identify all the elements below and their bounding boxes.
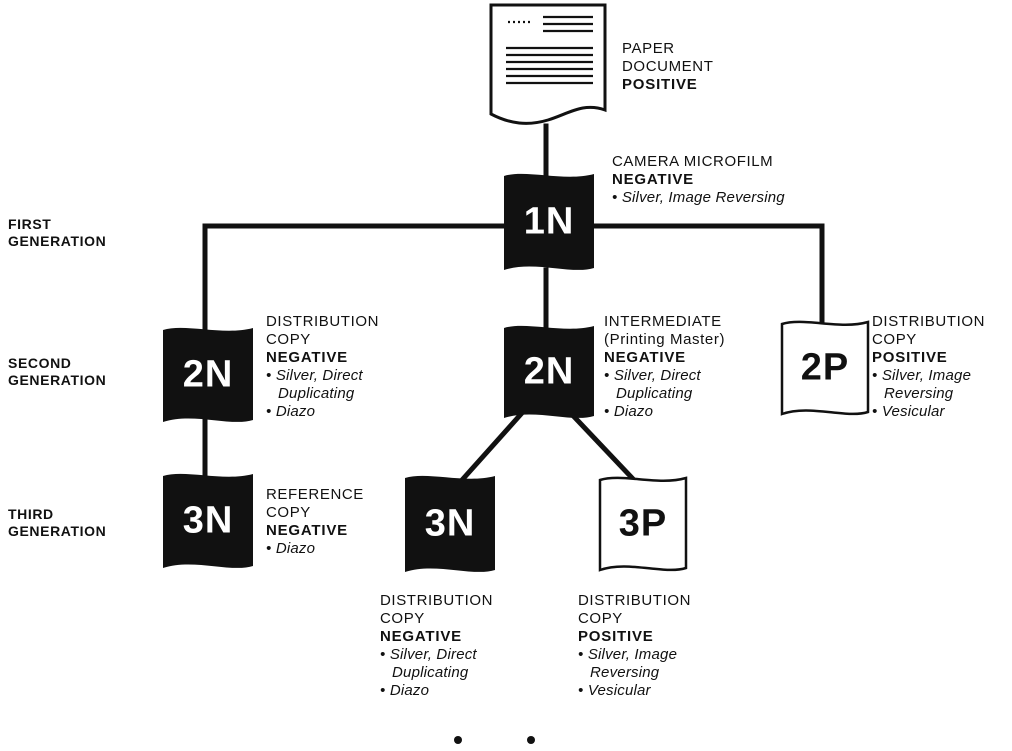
process-item: • Silver, Image Reversing xyxy=(612,189,785,206)
film-2p-right: 2P xyxy=(780,318,870,418)
process-item: • Silver, Image xyxy=(872,367,972,384)
process-item: • Silver, Direct xyxy=(604,367,701,384)
paper-document-icon xyxy=(488,2,608,132)
polarity-label: NEGATIVE xyxy=(266,522,348,539)
3n-mid-label: DISTRIBUTION COPY NEGATIVE • Silver, Dir… xyxy=(380,592,493,700)
polarity-label: POSITIVE xyxy=(622,76,698,93)
process-item: Duplicating xyxy=(616,385,693,402)
gen-label-line: THIRD xyxy=(8,506,54,522)
polarity-label: NEGATIVE xyxy=(380,628,462,645)
film-2n-mid: 2N xyxy=(504,324,594,420)
label-line: CAMERA MICROFILM xyxy=(612,153,774,170)
label-line: INTERMEDIATE xyxy=(604,313,722,330)
label-line: DISTRIBUTION xyxy=(578,592,692,609)
gen-label-line: FIRST xyxy=(8,216,52,232)
process-item: Reversing xyxy=(884,385,954,402)
film-code: 2N xyxy=(523,350,575,393)
film-3n-mid: 3N xyxy=(405,474,495,574)
label-line: DISTRIBUTION xyxy=(380,592,494,609)
2n-left-label: DISTRIBUTION COPY NEGATIVE • Silver, Dir… xyxy=(266,313,379,421)
label-line: DOCUMENT xyxy=(622,58,714,75)
polarity-label: NEGATIVE xyxy=(604,349,686,366)
polarity-label: NEGATIVE xyxy=(266,349,348,366)
process-item: • Silver, Direct xyxy=(380,646,477,663)
film-3p-mid: 3P xyxy=(598,474,688,574)
process-item: Duplicating xyxy=(392,664,469,681)
process-item: • Diazo xyxy=(266,403,316,420)
3p-mid-label: DISTRIBUTION COPY POSITIVE • Silver, Ima… xyxy=(578,592,691,700)
label-line: COPY xyxy=(380,610,425,627)
label-line: COPY xyxy=(872,331,917,348)
gen-label-line: SECOND xyxy=(8,355,72,371)
process-item: • Diazo xyxy=(266,540,316,557)
process-item: • Vesicular xyxy=(578,682,651,699)
polarity-label: NEGATIVE xyxy=(612,171,694,188)
paper-document-label: PAPER DOCUMENT POSITIVE xyxy=(622,40,713,94)
gen-label-line: GENERATION xyxy=(8,523,107,539)
process-item: • Diazo xyxy=(380,682,430,699)
label-line: DISTRIBUTION xyxy=(872,313,986,330)
label-line: COPY xyxy=(266,504,311,521)
gen-label-line: GENERATION xyxy=(8,233,107,249)
process-item: • Vesicular xyxy=(872,403,945,420)
label-line: DISTRIBUTION xyxy=(266,313,380,330)
film-code: 2N xyxy=(182,353,234,396)
continuation-dot xyxy=(454,736,462,744)
label-line: REFERENCE xyxy=(266,486,364,503)
label-line: (Printing Master) xyxy=(604,331,726,348)
film-2n-left: 2N xyxy=(163,326,253,424)
label-line: PAPER xyxy=(622,40,675,57)
process-item: Reversing xyxy=(590,664,660,681)
process-item: Duplicating xyxy=(278,385,355,402)
gen-label-line: GENERATION xyxy=(8,372,107,388)
film-code: 1N xyxy=(523,200,575,243)
polarity-label: POSITIVE xyxy=(578,628,654,645)
3n-left-label: REFERENCE COPY NEGATIVE • Diazo xyxy=(266,486,364,558)
film-code: 2P xyxy=(800,346,850,389)
process-item: • Silver, Image xyxy=(578,646,678,663)
link-2n-mid-to-3n-mid xyxy=(458,400,534,484)
film-1n: 1N xyxy=(504,172,594,272)
film-3n-left: 3N xyxy=(163,472,253,570)
label-line: COPY xyxy=(266,331,311,348)
2n-mid-label: INTERMEDIATE (Printing Master) NEGATIVE … xyxy=(604,313,725,421)
polarity-label: POSITIVE xyxy=(872,349,948,366)
continuation-dot xyxy=(527,736,535,744)
third-generation-label: THIRD GENERATION xyxy=(8,506,106,540)
process-item: • Silver, Direct xyxy=(266,367,363,384)
film-code: 3N xyxy=(182,499,234,542)
second-generation-label: SECOND GENERATION xyxy=(8,355,106,389)
process-item: • Diazo xyxy=(604,403,654,420)
label-line: COPY xyxy=(578,610,623,627)
first-generation-label: FIRST GENERATION xyxy=(8,216,106,250)
2p-right-label: DISTRIBUTION COPY POSITIVE • Silver, Ima… xyxy=(872,313,985,421)
film-code: 3N xyxy=(424,502,476,545)
1n-label: CAMERA MICROFILM NEGATIVE • Silver, Imag… xyxy=(612,153,785,207)
film-code: 3P xyxy=(618,502,668,545)
